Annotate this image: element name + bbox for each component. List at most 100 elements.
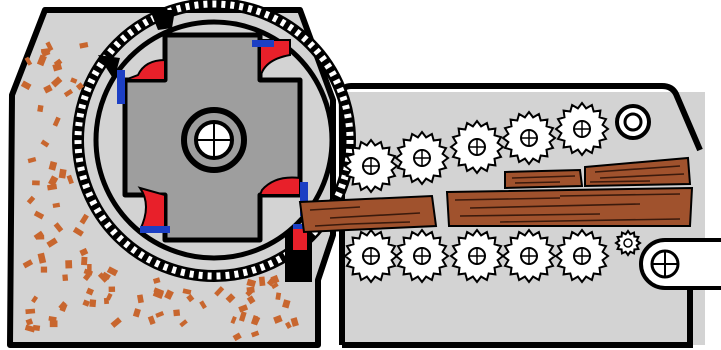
feed-roller-icon (554, 101, 610, 157)
wood-chip (40, 48, 51, 54)
wood-chip (24, 56, 33, 66)
wood-chip (238, 304, 249, 313)
wood-chip (58, 168, 67, 179)
wood-chip (85, 287, 94, 296)
wood-chip (246, 295, 256, 305)
wood-grain (459, 213, 601, 217)
wood-chip (46, 237, 58, 248)
wood-chip (106, 266, 119, 277)
wood-chip (45, 41, 54, 52)
wood-chip (199, 300, 207, 310)
wood-log (584, 156, 692, 188)
wood-chip (164, 289, 174, 300)
wood-chip (52, 116, 61, 127)
wood-chip (58, 301, 67, 310)
small-gear-icon (614, 229, 642, 257)
side-anvil (98, 55, 120, 80)
wood-chip (246, 278, 257, 288)
wood-grain (589, 180, 651, 183)
wood-chip (152, 289, 164, 299)
wood-chip (238, 311, 247, 322)
wood-chip (53, 58, 63, 67)
knife-top-right (252, 39, 291, 81)
wood-chip (37, 252, 47, 264)
wood-chip (27, 157, 37, 164)
wood-chip (79, 213, 89, 225)
wood-chip (53, 222, 64, 233)
wood-chip (179, 319, 188, 328)
wood-chip (79, 42, 89, 49)
feed-roller-icon (501, 110, 557, 166)
wood-chip (75, 82, 85, 91)
wood-chip (48, 161, 58, 171)
wood-chip (33, 230, 44, 240)
wood-chip (89, 299, 97, 308)
wood-chip (43, 84, 53, 94)
wood-grain (329, 212, 421, 219)
wood-chip (81, 256, 88, 266)
idler-pulley-icon (615, 104, 651, 140)
wood-chip (37, 104, 44, 113)
wood-chip (245, 287, 255, 297)
wood-chip (230, 316, 237, 324)
wood-chip (25, 318, 34, 326)
wood-chip (48, 175, 59, 187)
feed-roller-icon (449, 119, 505, 175)
wood-chip (271, 282, 279, 290)
wood-grain (594, 165, 681, 173)
wood-chip (70, 77, 78, 84)
wood-chip (97, 272, 109, 283)
wood-chip (275, 292, 282, 301)
wood-chip (20, 80, 32, 91)
top-anvil (150, 10, 175, 30)
wood-logs (298, 156, 694, 234)
wood-chip (232, 332, 242, 342)
wood-chip (72, 226, 84, 237)
wood-chip (63, 88, 74, 98)
wood-chip (225, 293, 236, 304)
wood-chip (25, 308, 36, 315)
wood-chip (250, 315, 259, 325)
wood-chip (66, 174, 74, 185)
wood-grain (599, 173, 685, 179)
wood-chip (40, 266, 48, 273)
wood-chip (258, 276, 266, 287)
wood-chips (20, 41, 299, 342)
feed-housing-bottom (342, 285, 693, 348)
wood-grain (511, 175, 576, 179)
knife-bottom-left (137, 186, 170, 233)
wood-chip (103, 297, 109, 305)
wood-chip (273, 314, 283, 324)
feed-roller-icon (394, 228, 450, 284)
wood-chip (155, 311, 165, 318)
knife-right (258, 176, 308, 216)
screen-ring-segments (74, 0, 354, 280)
wood-chip (50, 76, 63, 88)
bed-knife-blade (293, 224, 307, 229)
wood-chip (182, 288, 192, 295)
wood-chip (65, 260, 73, 269)
wood-grain (454, 197, 561, 201)
wood-grain (309, 206, 361, 211)
wood-chip (82, 299, 90, 307)
wood-log (504, 168, 584, 190)
wood-chip (282, 299, 291, 309)
wood-chip (270, 274, 280, 285)
wood-chip (173, 309, 181, 317)
feed-roller-icon (554, 228, 610, 284)
wood-chip (110, 317, 122, 328)
wood-chip (290, 317, 299, 327)
wood-chip (132, 308, 141, 318)
wood-chip (186, 293, 195, 303)
wood-grain (349, 221, 411, 225)
rotor-hub-icon (181, 107, 247, 173)
feed-roller-icon (343, 228, 399, 284)
wood-grain (559, 193, 681, 197)
wood-chip (62, 274, 69, 282)
wood-chip (24, 324, 36, 333)
drive-pulley-icon (639, 238, 721, 290)
wood-chip (250, 330, 260, 338)
wood-chip (83, 268, 93, 276)
wood-chip (79, 247, 89, 257)
